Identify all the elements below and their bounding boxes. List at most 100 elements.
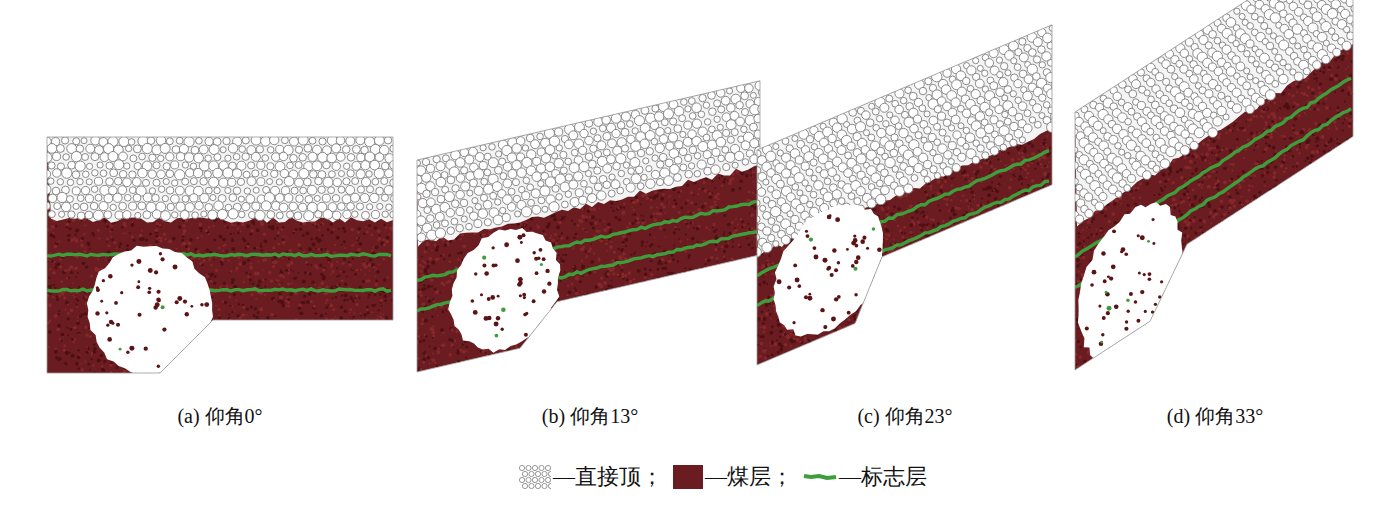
- coal-particle: [67, 334, 69, 336]
- roof-particle: [299, 154, 307, 162]
- roof-particle: [214, 187, 220, 193]
- coal-particle: [373, 330, 375, 332]
- coal-particle: [327, 353, 330, 356]
- coal-particle: [366, 358, 369, 361]
- coal-particle: [246, 224, 250, 228]
- coal-particle: [302, 234, 305, 237]
- roof-particle: [366, 204, 372, 210]
- roof-particle: [238, 211, 245, 218]
- coal-particle: [262, 269, 264, 271]
- coal-particle: [237, 232, 240, 235]
- coal-particle: [56, 298, 59, 301]
- coal-particle: [389, 293, 391, 295]
- roof-particle: [220, 147, 226, 153]
- coal-particle: [379, 234, 381, 236]
- roof-particle: [312, 161, 322, 171]
- coal-particle: [77, 272, 79, 274]
- coal-particle: [627, 299, 629, 301]
- roof-particle: [356, 203, 363, 210]
- coal-particle: [223, 282, 226, 285]
- roof-particle: [304, 211, 314, 221]
- coal-particle: [389, 227, 391, 229]
- coal-particle: [343, 361, 347, 365]
- roof-particle: [257, 161, 265, 169]
- roof-particle: [384, 137, 391, 144]
- coal-particle: [97, 258, 99, 260]
- coal-particle: [315, 284, 317, 286]
- coal-particle: [211, 292, 213, 294]
- coal-particle: [93, 344, 96, 347]
- coal-particle: [368, 263, 372, 267]
- coal-particle: [318, 229, 320, 231]
- coal-particle: [287, 360, 290, 363]
- roof-particle: [100, 170, 107, 177]
- coal-particle: [319, 346, 323, 350]
- roof-particle: [228, 178, 236, 186]
- coal-particle: [52, 225, 55, 228]
- roof-particle: [309, 137, 316, 144]
- coal-particle: [264, 328, 267, 331]
- coal-particle: [111, 238, 114, 241]
- coal-particles: [45, 218, 394, 374]
- coal-particle: [343, 258, 346, 261]
- coal-particle: [322, 321, 326, 325]
- coal-particle: [84, 325, 88, 329]
- roof-particle: [152, 210, 161, 219]
- coal-particle: [383, 243, 386, 246]
- coal-particle: [357, 327, 360, 330]
- coal-particle: [341, 294, 343, 296]
- coal-particle: [260, 243, 262, 245]
- coal-particle: [348, 357, 352, 361]
- coal-particle: [249, 339, 251, 341]
- coal-particle: [320, 348, 322, 350]
- coal-particle: [227, 370, 230, 373]
- roof-particle: [53, 169, 61, 177]
- coal-particle: [342, 262, 345, 265]
- roof-particle: [315, 211, 322, 218]
- coal-particle: [322, 276, 326, 280]
- roof-particle: [119, 170, 127, 178]
- coal-particle: [385, 316, 388, 319]
- coal-particle: [253, 326, 256, 329]
- coal-particle: [229, 347, 233, 351]
- coal-particle: [314, 223, 317, 226]
- coal-particle: [230, 233, 232, 235]
- coal-particle: [85, 265, 88, 268]
- coal-particle: [183, 371, 186, 374]
- roof-particle: [68, 161, 76, 169]
- roof-particle: [228, 143, 238, 153]
- roof-particle: [223, 168, 233, 178]
- coal-particle: [310, 238, 313, 241]
- coal-particle: [230, 329, 232, 331]
- coal-particle: [124, 225, 126, 227]
- roof-particle: [361, 177, 370, 186]
- coal-particle: [77, 356, 81, 360]
- coal-particle: [699, 300, 701, 302]
- coal-particle: [315, 312, 317, 314]
- coal-particle: [48, 276, 51, 279]
- coal-particle: [351, 298, 353, 300]
- coal-particle: [261, 321, 264, 324]
- coal-particle: [81, 362, 83, 364]
- coal-particle: [80, 239, 82, 241]
- coal-particle: [240, 321, 242, 323]
- roof-particle: [201, 211, 207, 217]
- coal-particle: [162, 220, 164, 222]
- coal-particle: [139, 234, 143, 238]
- coal-particle: [360, 315, 362, 317]
- coal-particle: [182, 235, 185, 238]
- coal-particle: [377, 229, 381, 233]
- coal-particle: [231, 281, 234, 284]
- coal-particle: [175, 362, 179, 366]
- coal-particle: [103, 219, 106, 222]
- coal-particle: [48, 330, 52, 334]
- coal-particle: [364, 340, 368, 344]
- coal-particle: [98, 237, 100, 239]
- coal-particle: [339, 358, 341, 360]
- coal-particle: [302, 222, 305, 225]
- coal-particle: [366, 306, 369, 309]
- coal-particle: [313, 305, 316, 308]
- roof-particle: [214, 154, 221, 161]
- coal-particle: [196, 352, 200, 356]
- coal-particle: [237, 256, 240, 259]
